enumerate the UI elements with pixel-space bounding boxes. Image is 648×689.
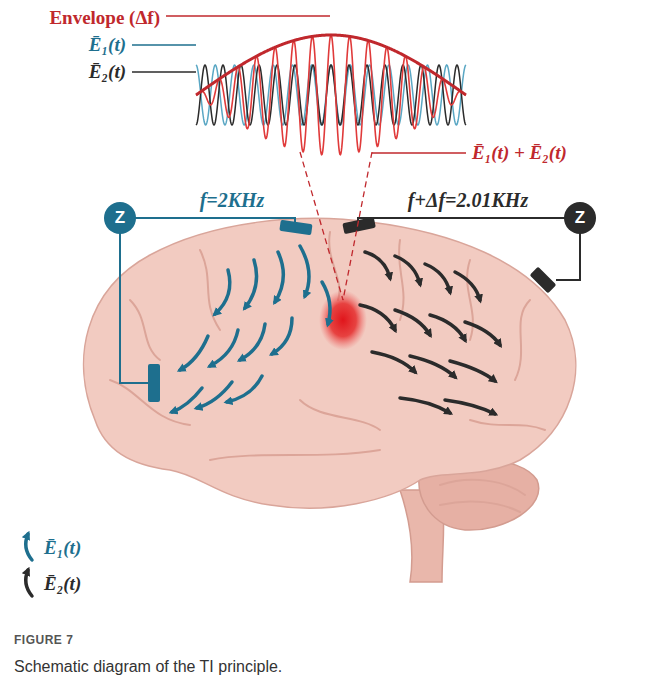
field-arrows-2 <box>360 252 500 414</box>
legend-arrow <box>26 570 32 596</box>
zoom-lines <box>300 152 372 300</box>
envelope-curve <box>196 35 466 95</box>
electrode <box>342 217 376 234</box>
waveforms <box>196 35 466 155</box>
envelope-label: Envelope (Δf) <box>49 7 160 29</box>
electrode <box>530 267 557 294</box>
brain <box>84 218 576 582</box>
electrode <box>279 220 312 235</box>
impedance-source: Z <box>564 202 596 234</box>
electrode <box>148 364 160 402</box>
node-text: Z <box>115 208 125 228</box>
legend-arrow <box>26 534 32 560</box>
field-arrows-1 <box>172 246 330 412</box>
impedance-source: Z <box>104 202 136 234</box>
legend-text: Ē₁(t) <box>44 537 81 559</box>
frequency-label: f=2KHz <box>200 189 265 212</box>
frequency-label: f+Δf=2.01KHz <box>408 189 528 212</box>
wave-sum <box>196 35 466 155</box>
gyri <box>110 232 545 512</box>
legend-text: Ē₂(t) <box>44 573 81 595</box>
node-text: Z <box>575 208 585 228</box>
figure-caption: Schematic diagram of the TI principle. <box>14 658 282 676</box>
cerebrum <box>84 218 576 508</box>
wires <box>120 218 580 383</box>
field-label: Ē₁(t) <box>89 34 126 56</box>
sum-label: Ē₁(t) + Ē₂(t) <box>472 142 567 164</box>
field-label: Ē₂(t) <box>89 61 126 83</box>
leader-lines <box>132 16 466 153</box>
figure-number: FIGURE 7 <box>14 634 73 648</box>
